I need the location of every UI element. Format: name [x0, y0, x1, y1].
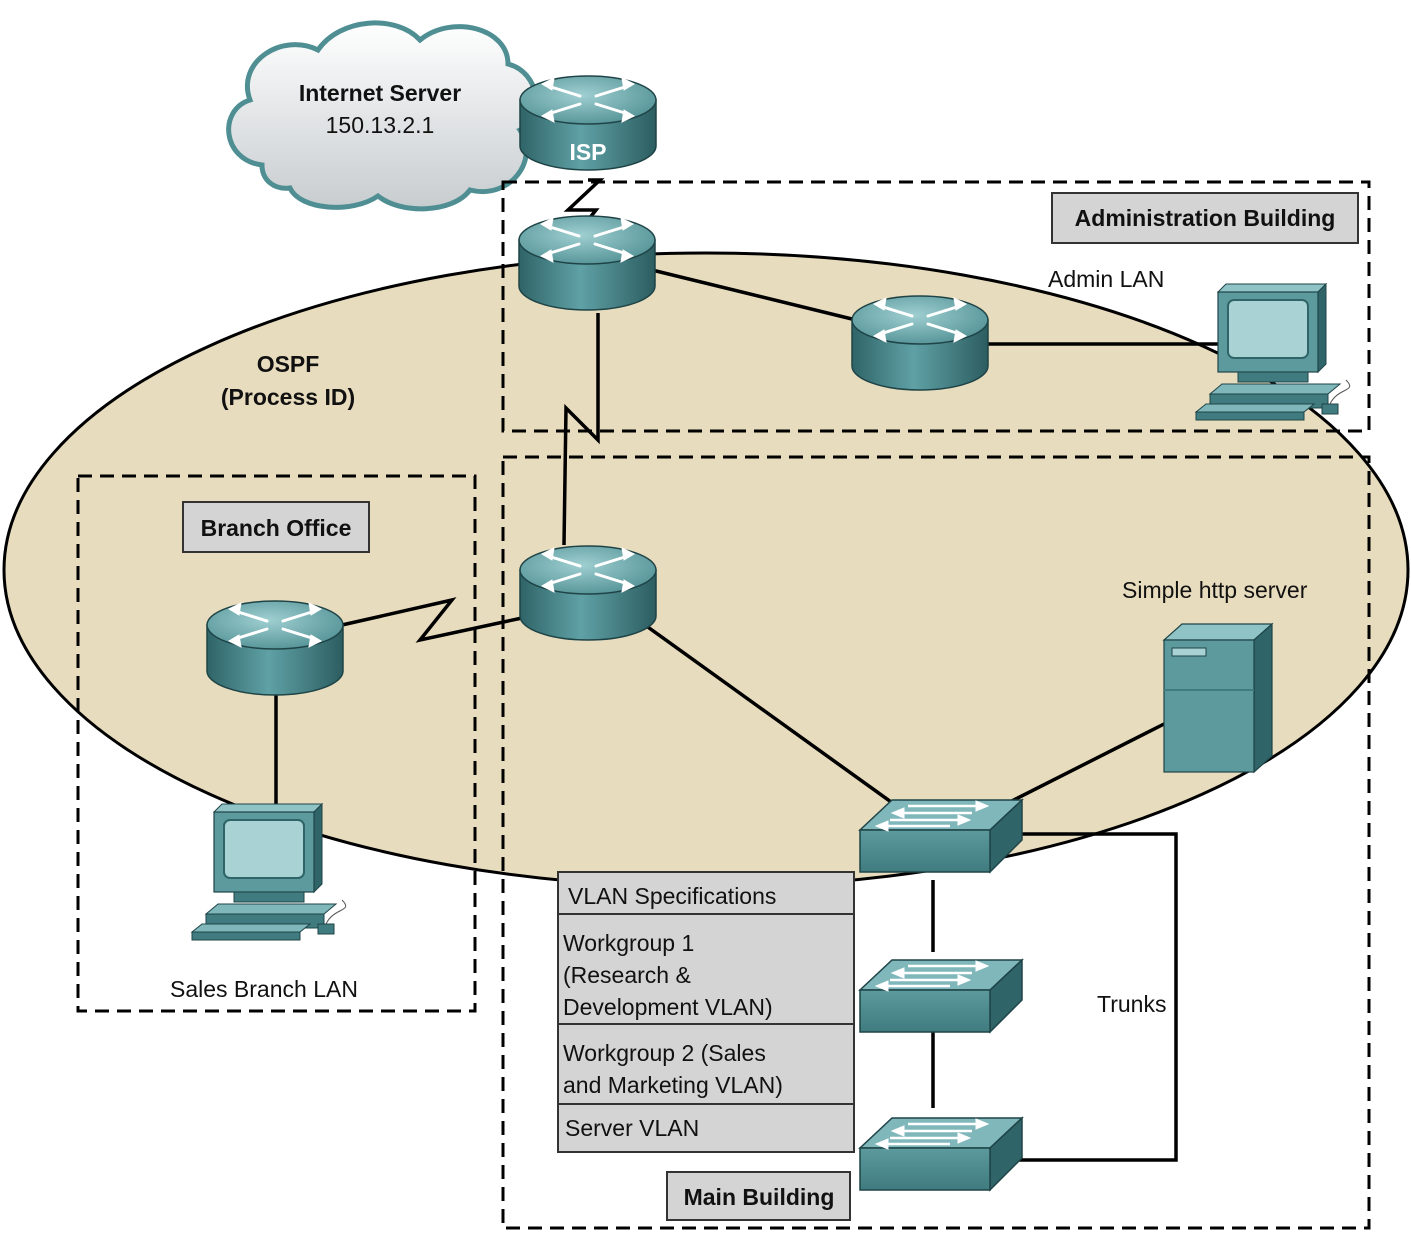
internet-cloud [226, 20, 539, 212]
serial-link-branch-main [341, 597, 523, 643]
vlan-row-2-line-1: Workgroup 2 (Sales [563, 1040, 766, 1066]
ospf-label-line1: OSPF [257, 351, 320, 377]
isp-label: ISP [569, 139, 606, 165]
admin-lan-router-icon[interactable] [850, 294, 990, 392]
serial-link-isp-admin [563, 178, 605, 227]
admin-router-icon[interactable] [517, 214, 657, 312]
main-building-title: Main Building [684, 1184, 835, 1210]
admin-building-title-box [1051, 192, 1359, 244]
main-router-icon[interactable] [518, 544, 658, 642]
http-server-label: Simple http server [1122, 577, 1308, 603]
branch-router-icon[interactable] [205, 599, 345, 697]
main-building-title-box [666, 1171, 851, 1221]
trunk-link [1018, 832, 1178, 1162]
cloud-address: 150.13.2.1 [326, 112, 435, 138]
branch-office-title: Branch Office [201, 515, 352, 541]
serial-link-admin-main [562, 313, 600, 546]
ospf-label-line2: (Process ID) [221, 384, 355, 410]
vlan-row-1-line-2: (Research & [563, 962, 691, 988]
link-main-router-switch [643, 623, 907, 814]
trunks-label: Trunks [1097, 991, 1166, 1017]
admin-building-title: Administration Building [1075, 205, 1336, 231]
ospf-area [2, 251, 1410, 889]
admin-pc-icon[interactable] [1195, 283, 1351, 421]
vlan-row-2-line-2: and Marketing VLAN) [563, 1072, 783, 1098]
vlan-row-1-line-3: Development VLAN) [563, 994, 773, 1020]
http-server-icon[interactable] [1162, 622, 1274, 774]
access-switch-1-icon[interactable] [858, 958, 1024, 1034]
vlan-row-3-line-1: Server VLAN [565, 1115, 699, 1141]
vlan-row-1-line-1: Workgroup 1 [563, 930, 694, 956]
admin-building-zone [501, 180, 1371, 433]
access-switch-2-icon[interactable] [858, 1116, 1024, 1192]
vlan-table [557, 871, 855, 1153]
vlan-table-header: VLAN Specifications [568, 883, 776, 909]
link-switch-server [989, 720, 1169, 814]
sales-branch-lan-label: Sales Branch LAN [170, 976, 358, 1002]
link-admin-router-lan-router [651, 268, 857, 322]
admin-lan-label: Admin LAN [1048, 266, 1164, 292]
branch-office-zone [76, 474, 477, 1013]
main-building-zone [501, 455, 1371, 1230]
core-switch-icon[interactable] [858, 798, 1024, 874]
cloud-title: Internet Server [299, 80, 461, 106]
branch-office-title-box [182, 501, 370, 553]
